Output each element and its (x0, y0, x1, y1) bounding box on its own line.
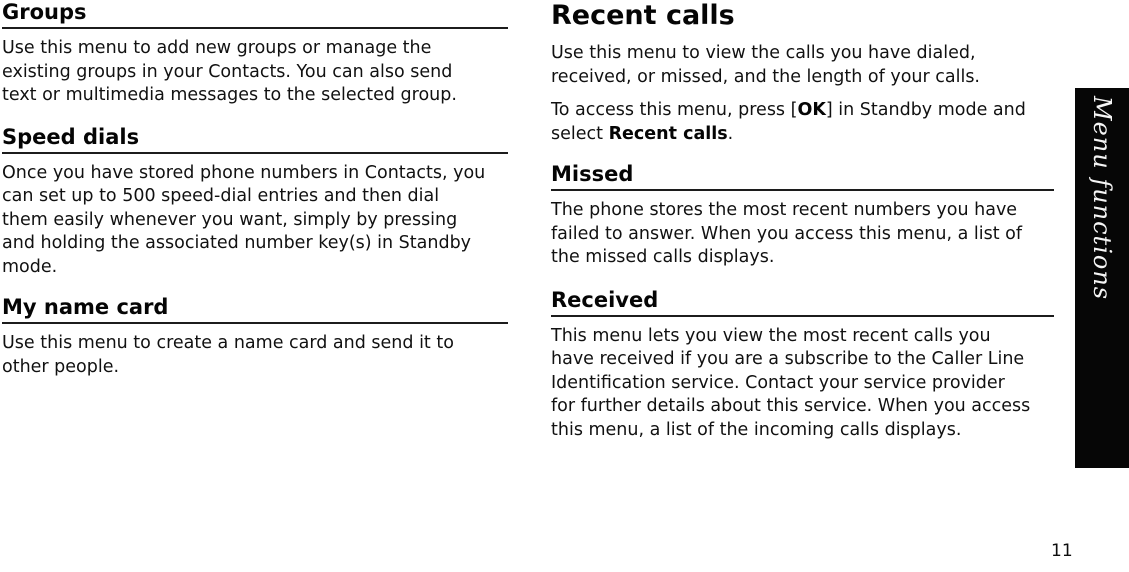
access-text-pre: To access this menu, press [ (551, 100, 798, 120)
section-body-speed-dials: Once you have stored phone numbers in Co… (2, 162, 486, 277)
chapter-title-recent-calls: Recent calls (551, 0, 735, 31)
access-text-mid: ] in Standby mode and select (551, 100, 1026, 144)
access-text-post: . (727, 123, 734, 144)
section-body-groups: Use this menu to add new groups or manag… (2, 38, 457, 105)
section-heading-missed: Missed (551, 162, 1054, 191)
section-heading-received: Received (551, 288, 1054, 317)
section-body-missed: The phone stores the most recent numbers… (551, 200, 1023, 267)
left-column: Groups Use this menu to add new groups o… (2, 0, 508, 379)
page-number: 11 (1051, 541, 1073, 561)
section-body-my-name-card: Use this menu to create a name card and … (2, 333, 454, 377)
recent-calls-intro: Use this menu to view the calls you have… (551, 43, 980, 87)
section-heading-my-name-card: My name card (2, 295, 508, 324)
chapter-side-tab: Menu functions (1075, 88, 1129, 468)
section-heading-groups: Groups (2, 0, 508, 29)
section-body-received: This menu lets you view the most recent … (551, 325, 1031, 440)
ok-key-label: OK (797, 100, 826, 120)
recent-calls-access-instructions: To access this menu, press [OK] in Stand… (551, 99, 1054, 146)
right-column: Recent calls Use this menu to view the c… (551, 0, 1054, 442)
recent-calls-menu-label: Recent calls (608, 123, 728, 144)
side-tab-label: Menu functions (1088, 96, 1116, 301)
section-heading-speed-dials: Speed dials (2, 125, 508, 154)
